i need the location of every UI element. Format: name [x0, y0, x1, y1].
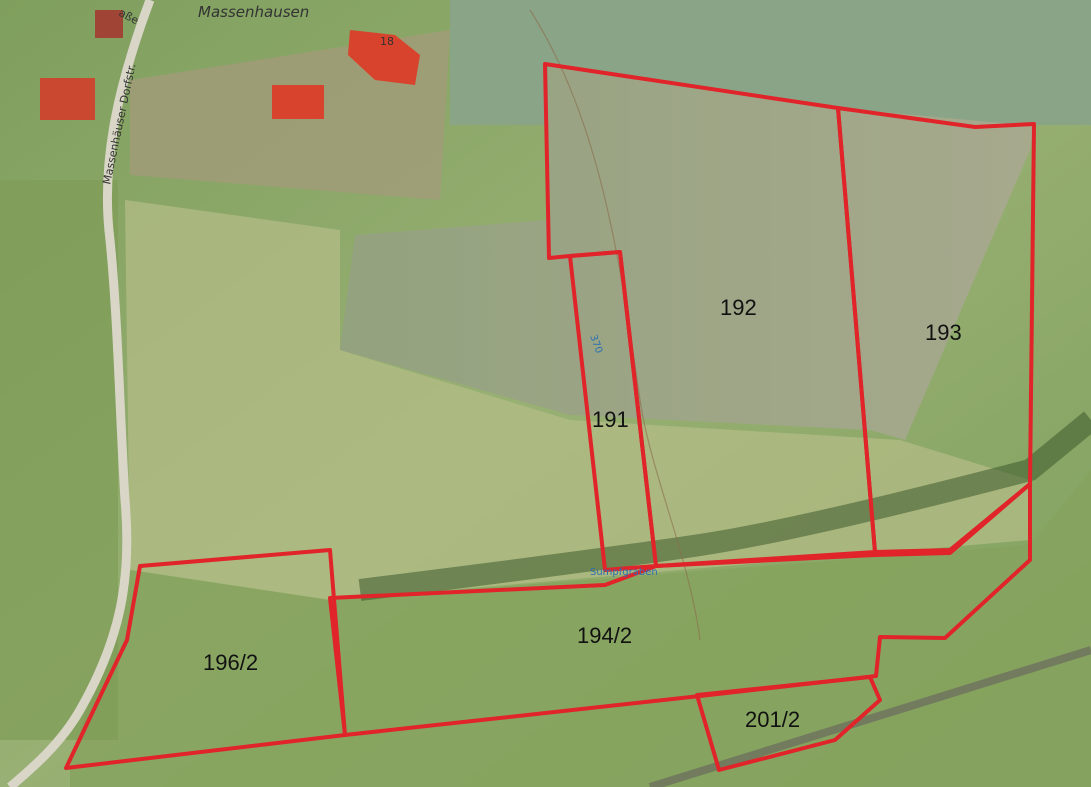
contour-line: [529, 9, 701, 641]
parcel-label-194-2: 194/2: [577, 623, 632, 648]
place-label: Massenhausen: [198, 3, 309, 21]
parcel-label-193: 193: [925, 320, 962, 345]
tree-line: [358, 411, 1091, 601]
village-road: [7, 0, 155, 787]
parcel-label-201-2: 201/2: [745, 707, 800, 732]
building-farmhouse: [348, 30, 420, 85]
left-meadow: [0, 180, 118, 740]
parcel-201-2-boundary[interactable]: [695, 675, 882, 772]
railway: [648, 646, 1091, 787]
building-shed: [272, 85, 324, 119]
parcel-label-196-2: 196/2: [203, 650, 258, 675]
meadow-lower: [70, 470, 1091, 787]
building-village-a: [40, 78, 95, 120]
meadow-light: [125, 200, 1030, 600]
water-label: Sumpfgraben: [590, 567, 658, 578]
house-number: 18: [380, 35, 394, 48]
cultivated-field: [340, 62, 1034, 440]
parcel-196-2-boundary[interactable]: [64, 548, 347, 770]
parcel-boundaries: [64, 62, 1036, 772]
parcel-label-192: 192: [720, 295, 757, 320]
building-village-b: [95, 10, 123, 38]
parcel-label-191: 191: [592, 407, 629, 432]
